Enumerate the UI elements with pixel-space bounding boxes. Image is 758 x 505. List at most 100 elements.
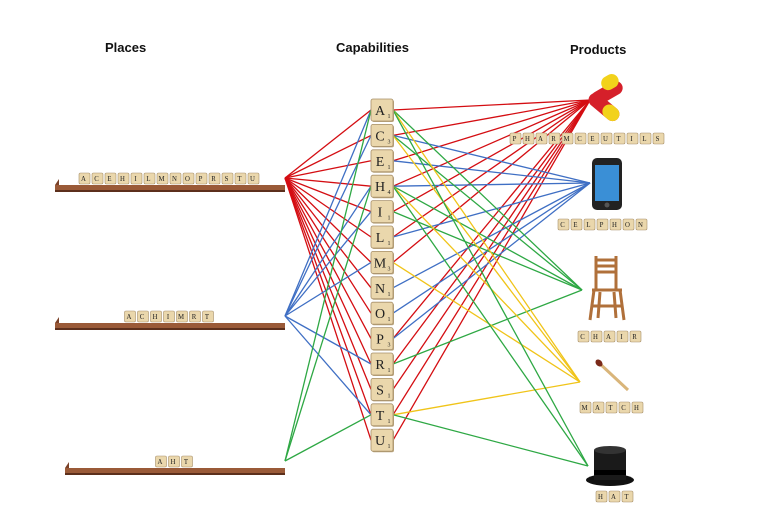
product-link-match-T: [392, 381, 581, 416]
letter-tile-E: E: [570, 218, 583, 231]
letter-tile-text: M: [158, 176, 164, 183]
letter-tile-text: T: [237, 176, 242, 183]
letter-tile-text: I: [134, 176, 137, 183]
product-link-phone-P: [392, 182, 591, 340]
letter-tile-text: M: [563, 136, 569, 143]
letter-tile-text: H: [153, 314, 158, 321]
product-link-chair-H: [392, 185, 583, 291]
letter-tile-C: C: [577, 330, 590, 343]
letter-tile-text: I: [630, 136, 633, 143]
top-hat-icon: [586, 446, 634, 486]
letter-tile-text: P: [199, 176, 203, 183]
products-header: Products: [570, 42, 627, 57]
capability-score: 3: [388, 139, 391, 145]
letter-tile-text: C: [94, 176, 99, 183]
letter-tile-text: T: [624, 494, 629, 501]
letter-tile-text: A: [595, 405, 600, 412]
links-layer: [284, 99, 591, 467]
place-link-place-2-C: [284, 135, 372, 317]
letter-tile-C: C: [574, 132, 587, 145]
capability-letter: O: [375, 307, 385, 322]
letter-tile-P: P: [596, 218, 609, 231]
letter-tile-text: P: [600, 222, 604, 229]
letter-tile-I: I: [616, 330, 629, 343]
product-link-pharmaceuticals-T: [392, 99, 591, 416]
letter-tile-text: I: [167, 314, 170, 321]
letter-tile-text: A: [611, 494, 616, 501]
letter-tile-I: I: [626, 132, 639, 145]
capability-score: 3: [388, 343, 391, 349]
letter-tile-text: N: [172, 176, 177, 183]
letter-tile-M: M: [579, 401, 592, 414]
letter-tile-text: R: [551, 136, 556, 143]
letter-tile-C: C: [557, 218, 570, 231]
capability-score: 4: [388, 190, 391, 196]
capability-score: 1: [388, 317, 391, 323]
place-link-place-1-T: [284, 177, 372, 416]
product-link-hat-A: [392, 109, 589, 467]
product-link-phone-L: [392, 182, 591, 238]
letter-tile-text: C: [140, 314, 145, 321]
letter-tile-text: L: [586, 222, 590, 229]
place-link-place-2-M: [284, 261, 372, 317]
letter-tile-text: T: [608, 405, 613, 412]
letter-tile-text: E: [573, 222, 577, 229]
product-link-hat-H: [392, 185, 589, 467]
letter-tile-A: A: [592, 401, 605, 414]
capability-letter: E: [376, 155, 385, 170]
capability-score: 1: [388, 165, 391, 171]
letter-tile-text: S: [656, 136, 660, 143]
letter-tile-text: P: [513, 136, 517, 143]
product-link-pharmaceuticals-H: [392, 99, 591, 187]
place-link-place-2-I: [284, 211, 372, 317]
letter-tile-T: T: [605, 401, 618, 414]
place-link-place-1-O: [284, 177, 372, 314]
capability-letter: H: [375, 180, 385, 195]
letter-tile-T: T: [181, 455, 193, 468]
letter-tile-text: L: [642, 136, 646, 143]
letter-tile-text: H: [598, 494, 603, 501]
product-link-match-A: [392, 109, 581, 383]
product-link-pharmaceuticals-A: [392, 99, 591, 111]
smartphone-icon: [592, 158, 622, 210]
capability-letter: M: [374, 256, 387, 271]
capability-score: 1: [388, 393, 391, 399]
letter-tile-text: N: [638, 222, 643, 229]
place-link-place-1-M: [284, 177, 372, 263]
product-link-pharmaceuticals-I: [392, 99, 591, 213]
letter-tile-R: R: [208, 172, 221, 185]
letter-tile-H: H: [590, 330, 603, 343]
letter-tile-H: H: [117, 172, 130, 185]
letter-tile-text: C: [577, 136, 582, 143]
letter-tile-text: A: [606, 334, 611, 341]
place-link-place-1-P: [284, 177, 372, 339]
letter-tile-text: H: [634, 405, 639, 412]
letter-tile-T: T: [621, 490, 634, 503]
chair-icon: [588, 256, 626, 321]
letter-tile-U: U: [247, 172, 260, 185]
icons-layer: [586, 74, 634, 486]
letter-tile-M: M: [176, 310, 188, 323]
product-link-pharmaceuticals-R: [392, 99, 591, 365]
letter-tile-P: P: [509, 132, 522, 145]
letter-tile-A: A: [78, 172, 91, 185]
letter-tile-S: S: [221, 172, 234, 185]
letter-tile-E: E: [104, 172, 117, 185]
product-link-match-M: [392, 261, 581, 383]
letter-tile-H: H: [631, 401, 644, 414]
letter-tile-text: H: [120, 176, 125, 183]
letter-tile-text: H: [612, 222, 617, 229]
product-link-chair-R: [392, 289, 583, 365]
product-link-pharmaceuticals-E: [392, 99, 591, 162]
place-link-place-1-E: [284, 160, 372, 179]
letter-tile-L: L: [583, 218, 596, 231]
